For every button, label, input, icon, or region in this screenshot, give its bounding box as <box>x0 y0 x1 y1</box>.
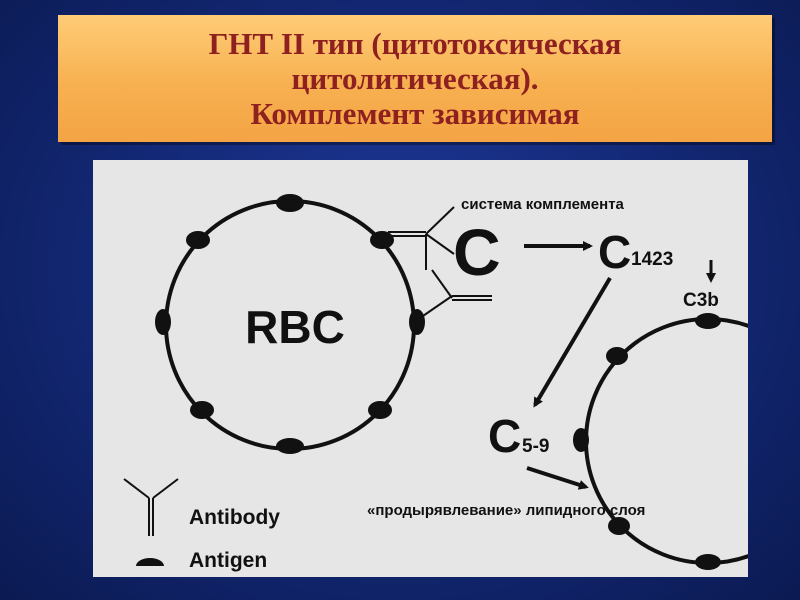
rbc-label: RBC <box>245 301 345 353</box>
c59-subscript: 5-9 <box>522 436 549 457</box>
target-cell <box>573 313 748 570</box>
antigen-legend-label: Antigen <box>189 549 267 572</box>
target-membrane <box>584 317 748 565</box>
legend: Antibody Antigen <box>123 478 280 572</box>
c59-main: C <box>488 410 521 462</box>
complement-c-label: C <box>453 215 501 289</box>
antigen-marker <box>276 438 304 454</box>
title-line-2: цитолитическая). <box>291 61 539 96</box>
c1423-label: C 1423 <box>598 226 673 278</box>
antibody-legend-label: Antibody <box>189 506 280 529</box>
rbc-membrane <box>164 199 416 451</box>
c59-label: C 5-9 <box>488 410 549 462</box>
complement-system-label: система комплемента <box>461 196 625 213</box>
title-line-1: ГНТ II тип (цитотоксическая <box>208 26 622 61</box>
antibody-legend-icon <box>123 478 179 536</box>
c1423-main: C <box>598 226 631 278</box>
bound-antibody-upper <box>388 206 455 270</box>
perforation-label: «продырявлевание» липидного слоя <box>367 502 645 519</box>
arrow-c1423-to-c59 <box>533 276 612 408</box>
rbc-cell: RBC <box>155 194 425 454</box>
c3b-label: C3b <box>683 290 719 311</box>
c1423-subscript: 1423 <box>631 249 673 270</box>
diagram-panel <box>93 160 748 577</box>
arrow-c59-to-membrane <box>526 466 589 490</box>
bound-antibody-lower <box>419 269 492 319</box>
title-box: ГНТ II тип (цитотоксическая цитолитическ… <box>58 15 772 142</box>
antigen-legend-icon <box>136 558 164 566</box>
title-line-3: Комплемент зависимая <box>250 96 580 131</box>
